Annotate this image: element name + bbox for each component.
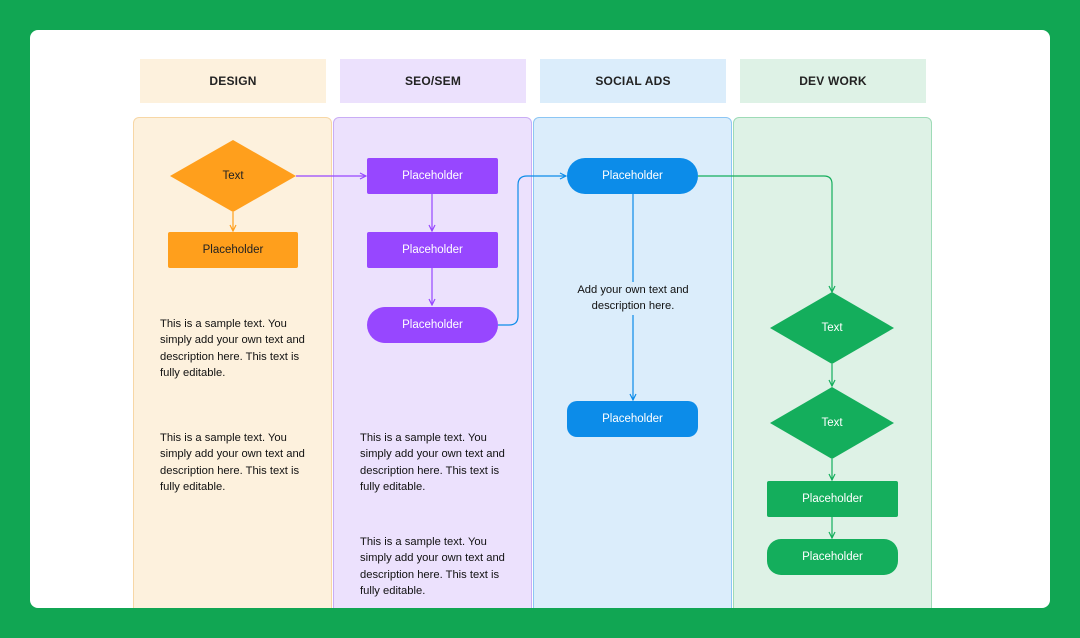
dev-node-placeholder-2[interactable]: Placeholder xyxy=(767,539,898,575)
social-description-text: Add your own text and description here. xyxy=(573,282,693,315)
diagram-card: DESIGN SEO/SEM SOCIAL ADS DEV WORK xyxy=(30,30,1050,608)
dev-decision-diamond-2[interactable] xyxy=(770,387,894,459)
header-seo-sem: SEO/SEM xyxy=(340,59,526,103)
dev-node-placeholder-1[interactable]: Placeholder xyxy=(767,481,898,517)
connectors xyxy=(170,140,894,608)
seo-sample-text-1: This is a sample text. You simply add yo… xyxy=(360,432,505,493)
connector-seo-to-social xyxy=(498,176,566,326)
dev-diamond-1-label: Text xyxy=(821,322,843,334)
social-node-placeholder-1[interactable]: Placeholder xyxy=(567,158,698,194)
seo-node-placeholder-2[interactable]: Placeholder xyxy=(367,232,498,268)
seo-sample-text-2: This is a sample text. You simply add yo… xyxy=(360,536,505,597)
header-design: DESIGN xyxy=(140,59,326,103)
connector-social-to-dev xyxy=(698,175,832,292)
design-diamond-label: Text xyxy=(222,170,244,182)
dev-diamond-2-label: Text xyxy=(821,417,843,429)
dev-decision-diamond-1[interactable] xyxy=(770,292,894,364)
design-sample-text-2: This is a sample text. You simply add yo… xyxy=(160,432,305,493)
seo-node-placeholder-1[interactable]: Placeholder xyxy=(367,158,498,194)
header-social-ads: SOCIAL ADS xyxy=(540,59,726,103)
header-dev-work: DEV WORK xyxy=(740,59,926,103)
seo-node-placeholder-3[interactable]: Placeholder xyxy=(367,307,498,343)
design-node-placeholder[interactable]: Placeholder xyxy=(168,232,298,268)
design-sample-text-1: This is a sample text. You simply add yo… xyxy=(160,318,305,379)
social-node-placeholder-2[interactable]: Placeholder xyxy=(567,401,698,437)
design-decision-diamond[interactable] xyxy=(170,140,296,212)
